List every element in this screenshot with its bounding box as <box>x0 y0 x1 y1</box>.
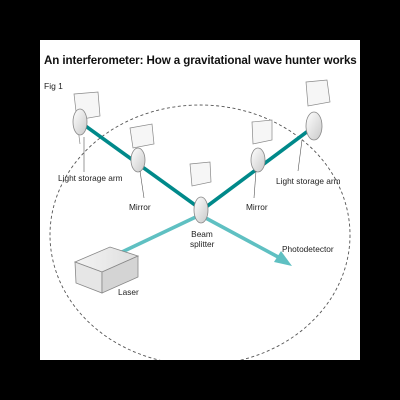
output-beam <box>200 214 282 260</box>
right-inner-mirror <box>250 119 273 199</box>
left-arm-mirror <box>72 91 101 145</box>
right-mirror-label: Mirror <box>246 202 268 212</box>
left-inner-mirror <box>129 123 155 199</box>
laser-beam <box>120 213 202 254</box>
beam-splitter-label-line1: Beam <box>191 229 213 239</box>
diagram-panel: An interferometer: How a gravitational w… <box>40 40 360 360</box>
photodetector-label: Photodetector <box>282 244 334 254</box>
beam-splitter-label: Beam splitter <box>190 229 214 249</box>
laser-label: Laser <box>118 287 139 297</box>
left-mirror-label: Mirror <box>129 202 151 212</box>
diagram-title: An interferometer: How a gravitational w… <box>44 54 357 67</box>
beam-splitter-label-line2: splitter <box>190 239 215 249</box>
right-arm-mirror <box>297 79 331 172</box>
dashed-enclosure <box>49 104 351 360</box>
figure-label: Fig 1 <box>44 81 63 91</box>
beam-splitter <box>189 161 212 224</box>
left-arm-label: Light storage arm <box>58 173 123 183</box>
interferometer-diagram <box>49 79 351 360</box>
right-arm-label: Light storage arm <box>276 176 341 186</box>
photodetector-arrow <box>274 251 292 266</box>
laser-device <box>73 246 140 294</box>
